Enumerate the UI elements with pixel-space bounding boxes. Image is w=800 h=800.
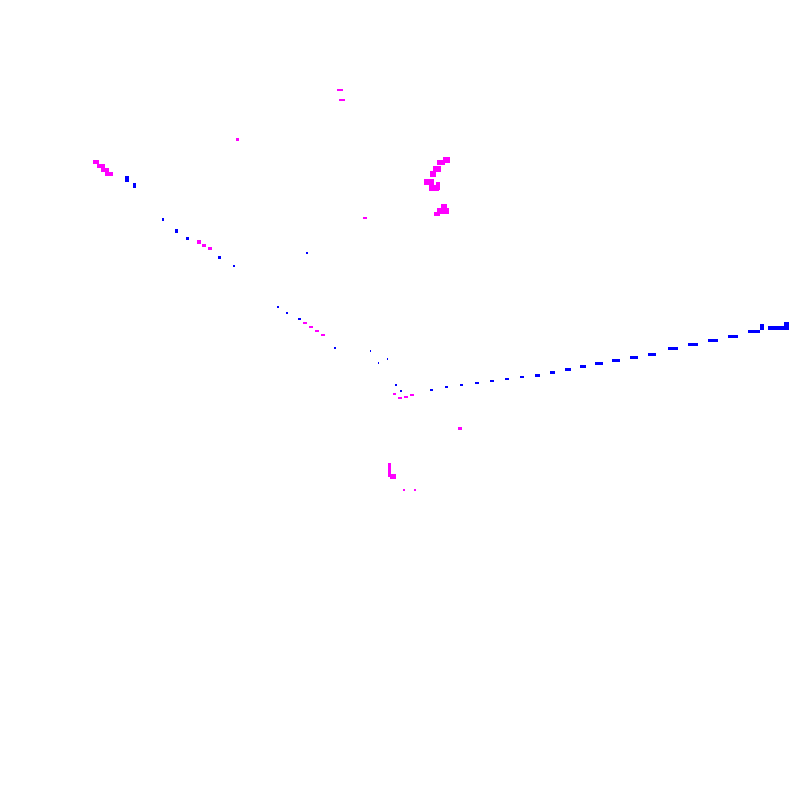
magenta-point (414, 489, 416, 491)
blue-point (612, 359, 620, 362)
blue-point (505, 378, 509, 380)
magenta-point (303, 322, 307, 324)
blue-point (580, 365, 586, 368)
magenta-point (309, 326, 313, 328)
blue-point (475, 382, 479, 384)
blue-points-layer (125, 176, 789, 392)
blue-point (370, 350, 371, 352)
blue-point (728, 335, 738, 338)
magenta-point (236, 138, 239, 141)
magenta-point (105, 172, 113, 176)
blue-point (550, 371, 555, 374)
magenta-point (404, 396, 408, 398)
magenta-point (208, 247, 212, 250)
blue-point (218, 256, 221, 259)
magenta-point (388, 463, 391, 477)
blue-point (768, 326, 784, 330)
blue-point (445, 386, 448, 388)
magenta-point (390, 474, 396, 479)
magenta-point (437, 208, 449, 214)
blue-point (286, 312, 288, 314)
blue-point (748, 330, 760, 333)
blue-point (233, 265, 235, 267)
blue-point (668, 347, 678, 350)
magenta-point (321, 334, 325, 336)
magenta-point (97, 164, 105, 168)
blue-point (306, 252, 308, 254)
blue-point (133, 183, 136, 188)
blue-point (595, 362, 603, 365)
magenta-point (93, 160, 99, 164)
magenta-point (433, 166, 441, 172)
magenta-point (430, 171, 436, 177)
blue-point (378, 362, 379, 364)
blue-point (490, 380, 494, 382)
magenta-point (403, 489, 405, 491)
magenta-point (443, 157, 450, 163)
magenta-point (339, 99, 345, 101)
blue-point (784, 322, 789, 330)
blue-point (430, 389, 433, 391)
magenta-point (337, 89, 343, 91)
blue-point (277, 306, 279, 308)
magenta-point (202, 244, 206, 247)
blue-point (648, 353, 656, 356)
blue-point (298, 318, 301, 320)
magenta-points-layer (93, 89, 462, 491)
magenta-point (429, 185, 439, 191)
blue-point (400, 390, 402, 392)
magenta-point (363, 217, 367, 219)
magenta-point (424, 179, 434, 185)
magenta-point (458, 427, 462, 430)
blue-point (535, 374, 540, 377)
magenta-point (101, 168, 109, 172)
blue-point (520, 376, 524, 378)
blue-point (688, 343, 698, 346)
blue-point (630, 356, 638, 359)
magenta-point (410, 394, 414, 396)
blue-point (162, 218, 164, 221)
magenta-point (393, 393, 396, 395)
magenta-point (437, 160, 445, 165)
blue-point (387, 358, 388, 360)
blue-point (125, 176, 129, 182)
blue-point (175, 229, 178, 233)
magenta-point (398, 397, 402, 399)
blue-point (334, 347, 336, 349)
magenta-point (441, 204, 447, 208)
blue-point (760, 324, 764, 330)
magenta-point (197, 240, 201, 244)
magenta-point (436, 182, 440, 190)
blue-point (395, 384, 397, 386)
blue-point (460, 384, 463, 386)
magenta-point (434, 212, 440, 216)
blue-point (186, 237, 189, 240)
magenta-point (315, 330, 319, 332)
blue-point (708, 339, 718, 342)
blue-point (565, 368, 571, 371)
